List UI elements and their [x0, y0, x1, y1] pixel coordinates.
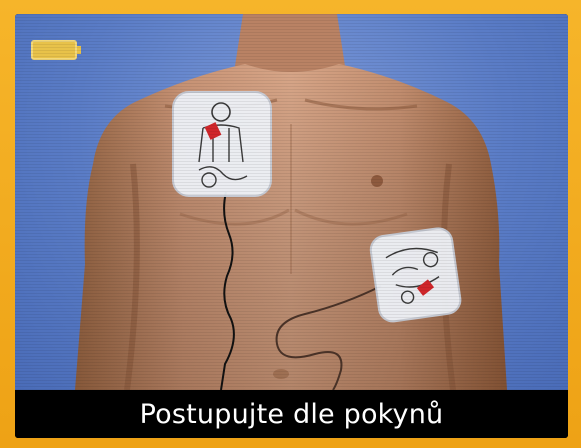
instruction-text: Postupujte dle pokynů	[140, 399, 444, 430]
aed-screen: Postupujte dle pokynů	[15, 14, 568, 438]
electrode-pad-lower	[369, 227, 462, 324]
electrode-pad-upper	[173, 92, 271, 196]
instruction-display	[15, 14, 568, 390]
nipple	[371, 175, 383, 187]
neck	[235, 14, 345, 75]
battery-full-icon	[31, 38, 83, 62]
caption-bar: Postupujte dle pokynů	[15, 390, 568, 438]
torso-illustration	[15, 14, 568, 390]
